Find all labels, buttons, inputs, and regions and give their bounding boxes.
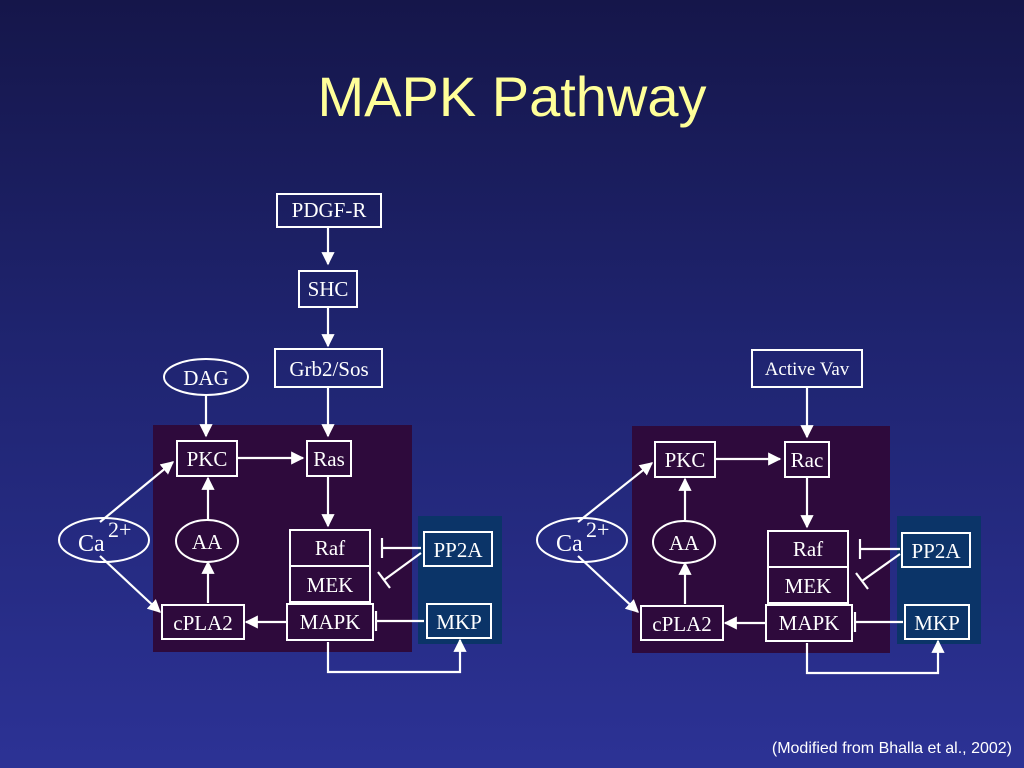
right-pkc-box — [654, 441, 716, 478]
right-pp2a-box — [901, 532, 971, 568]
left-pdgfr-box — [276, 193, 382, 228]
left-arrow-ca-cpla2 — [99, 555, 161, 613]
left-mapk-box — [286, 603, 374, 641]
right-pkc-label: PKC — [665, 448, 706, 472]
left-mek-box — [289, 565, 371, 603]
right-activevav-box — [751, 349, 863, 388]
right-mapk-label: MAPK — [779, 611, 840, 635]
right-raf-label: Raf — [793, 537, 823, 561]
left-raf-label: Raf — [315, 536, 345, 560]
left-aa-label: AA — [192, 530, 223, 554]
right-activevav-label: Active Vav — [765, 359, 850, 380]
right-mkp-box — [904, 604, 970, 640]
right-ca-ellipse — [536, 517, 628, 563]
left-dag-label: DAG — [183, 366, 229, 390]
left-pdgfr-label: PDGF-R — [292, 198, 367, 222]
left-arrow-mapk-mkp — [326, 638, 467, 674]
left-mkp-label: MKP — [436, 610, 482, 634]
right-aa-label: AA — [669, 531, 700, 555]
right-aa-ellipse — [652, 520, 716, 564]
right-arrow-mapk-mkp — [805, 639, 945, 675]
left-shc-label: SHC — [308, 277, 349, 301]
left-aa-ellipse — [175, 519, 239, 563]
right-inhibit-bar-mek — [855, 572, 869, 590]
left-mapk-label: MAPK — [300, 610, 361, 634]
right-mapk-box — [765, 604, 853, 642]
slide-title: MAPK Pathway — [317, 65, 707, 128]
left-diagram: PDGF-R SHC Grb2/Sos DAG PKC Ras Ca 2+ AA… — [58, 193, 502, 674]
right-mkp-label: MKP — [914, 611, 960, 635]
left-pkc-box — [176, 440, 238, 477]
right-mek-box — [767, 566, 849, 604]
left-shc-box — [298, 270, 358, 308]
right-arrow-ca-cpla2 — [577, 555, 639, 613]
left-ca-superscript: 2+ — [108, 517, 131, 542]
right-ca-superscript: 2+ — [586, 517, 609, 542]
left-ras-box — [306, 440, 352, 477]
left-inhibit-bar-mek — [377, 571, 391, 589]
left-ca-label: Ca — [78, 531, 105, 557]
left-pp2a-box — [423, 531, 493, 567]
left-pkc-label: PKC — [187, 447, 228, 471]
right-rac-label: Rac — [791, 448, 824, 472]
left-dag-ellipse — [163, 358, 249, 396]
left-arrow-ca-pkc — [99, 461, 175, 523]
left-ras-label: Ras — [313, 447, 345, 471]
right-cpla2-label: cPLA2 — [652, 612, 712, 636]
right-mek-label: MEK — [785, 574, 832, 598]
left-mkp-box — [426, 603, 492, 639]
left-grb2sos-label: Grb2/Sos — [289, 357, 368, 381]
left-cpla2-label: cPLA2 — [173, 611, 233, 635]
left-grb2sos-box — [274, 348, 383, 388]
left-ca-ellipse — [58, 517, 150, 563]
right-inhibit-pp2a-mek — [861, 553, 901, 582]
left-pp2a-label: PP2A — [433, 538, 483, 562]
left-cpla2-box — [161, 604, 245, 640]
right-ca-label: Ca — [556, 531, 583, 557]
right-arrow-ca-pkc — [577, 462, 654, 523]
right-phosphatase-region — [897, 516, 981, 644]
right-diagram: Active Vav PKC Rac Ca 2+ AA Raf MEK MAPK… — [536, 349, 981, 675]
right-pp2a-label: PP2A — [911, 539, 961, 563]
left-inhibit-pp2a-mek — [383, 552, 422, 581]
right-cpla2-box — [640, 605, 724, 641]
left-core-region — [153, 425, 412, 652]
citation: (Modified from Bhalla et al., 2002) — [771, 740, 1012, 757]
right-rac-box — [784, 441, 830, 478]
left-mek-label: MEK — [307, 573, 354, 597]
left-phosphatase-region — [418, 516, 502, 644]
